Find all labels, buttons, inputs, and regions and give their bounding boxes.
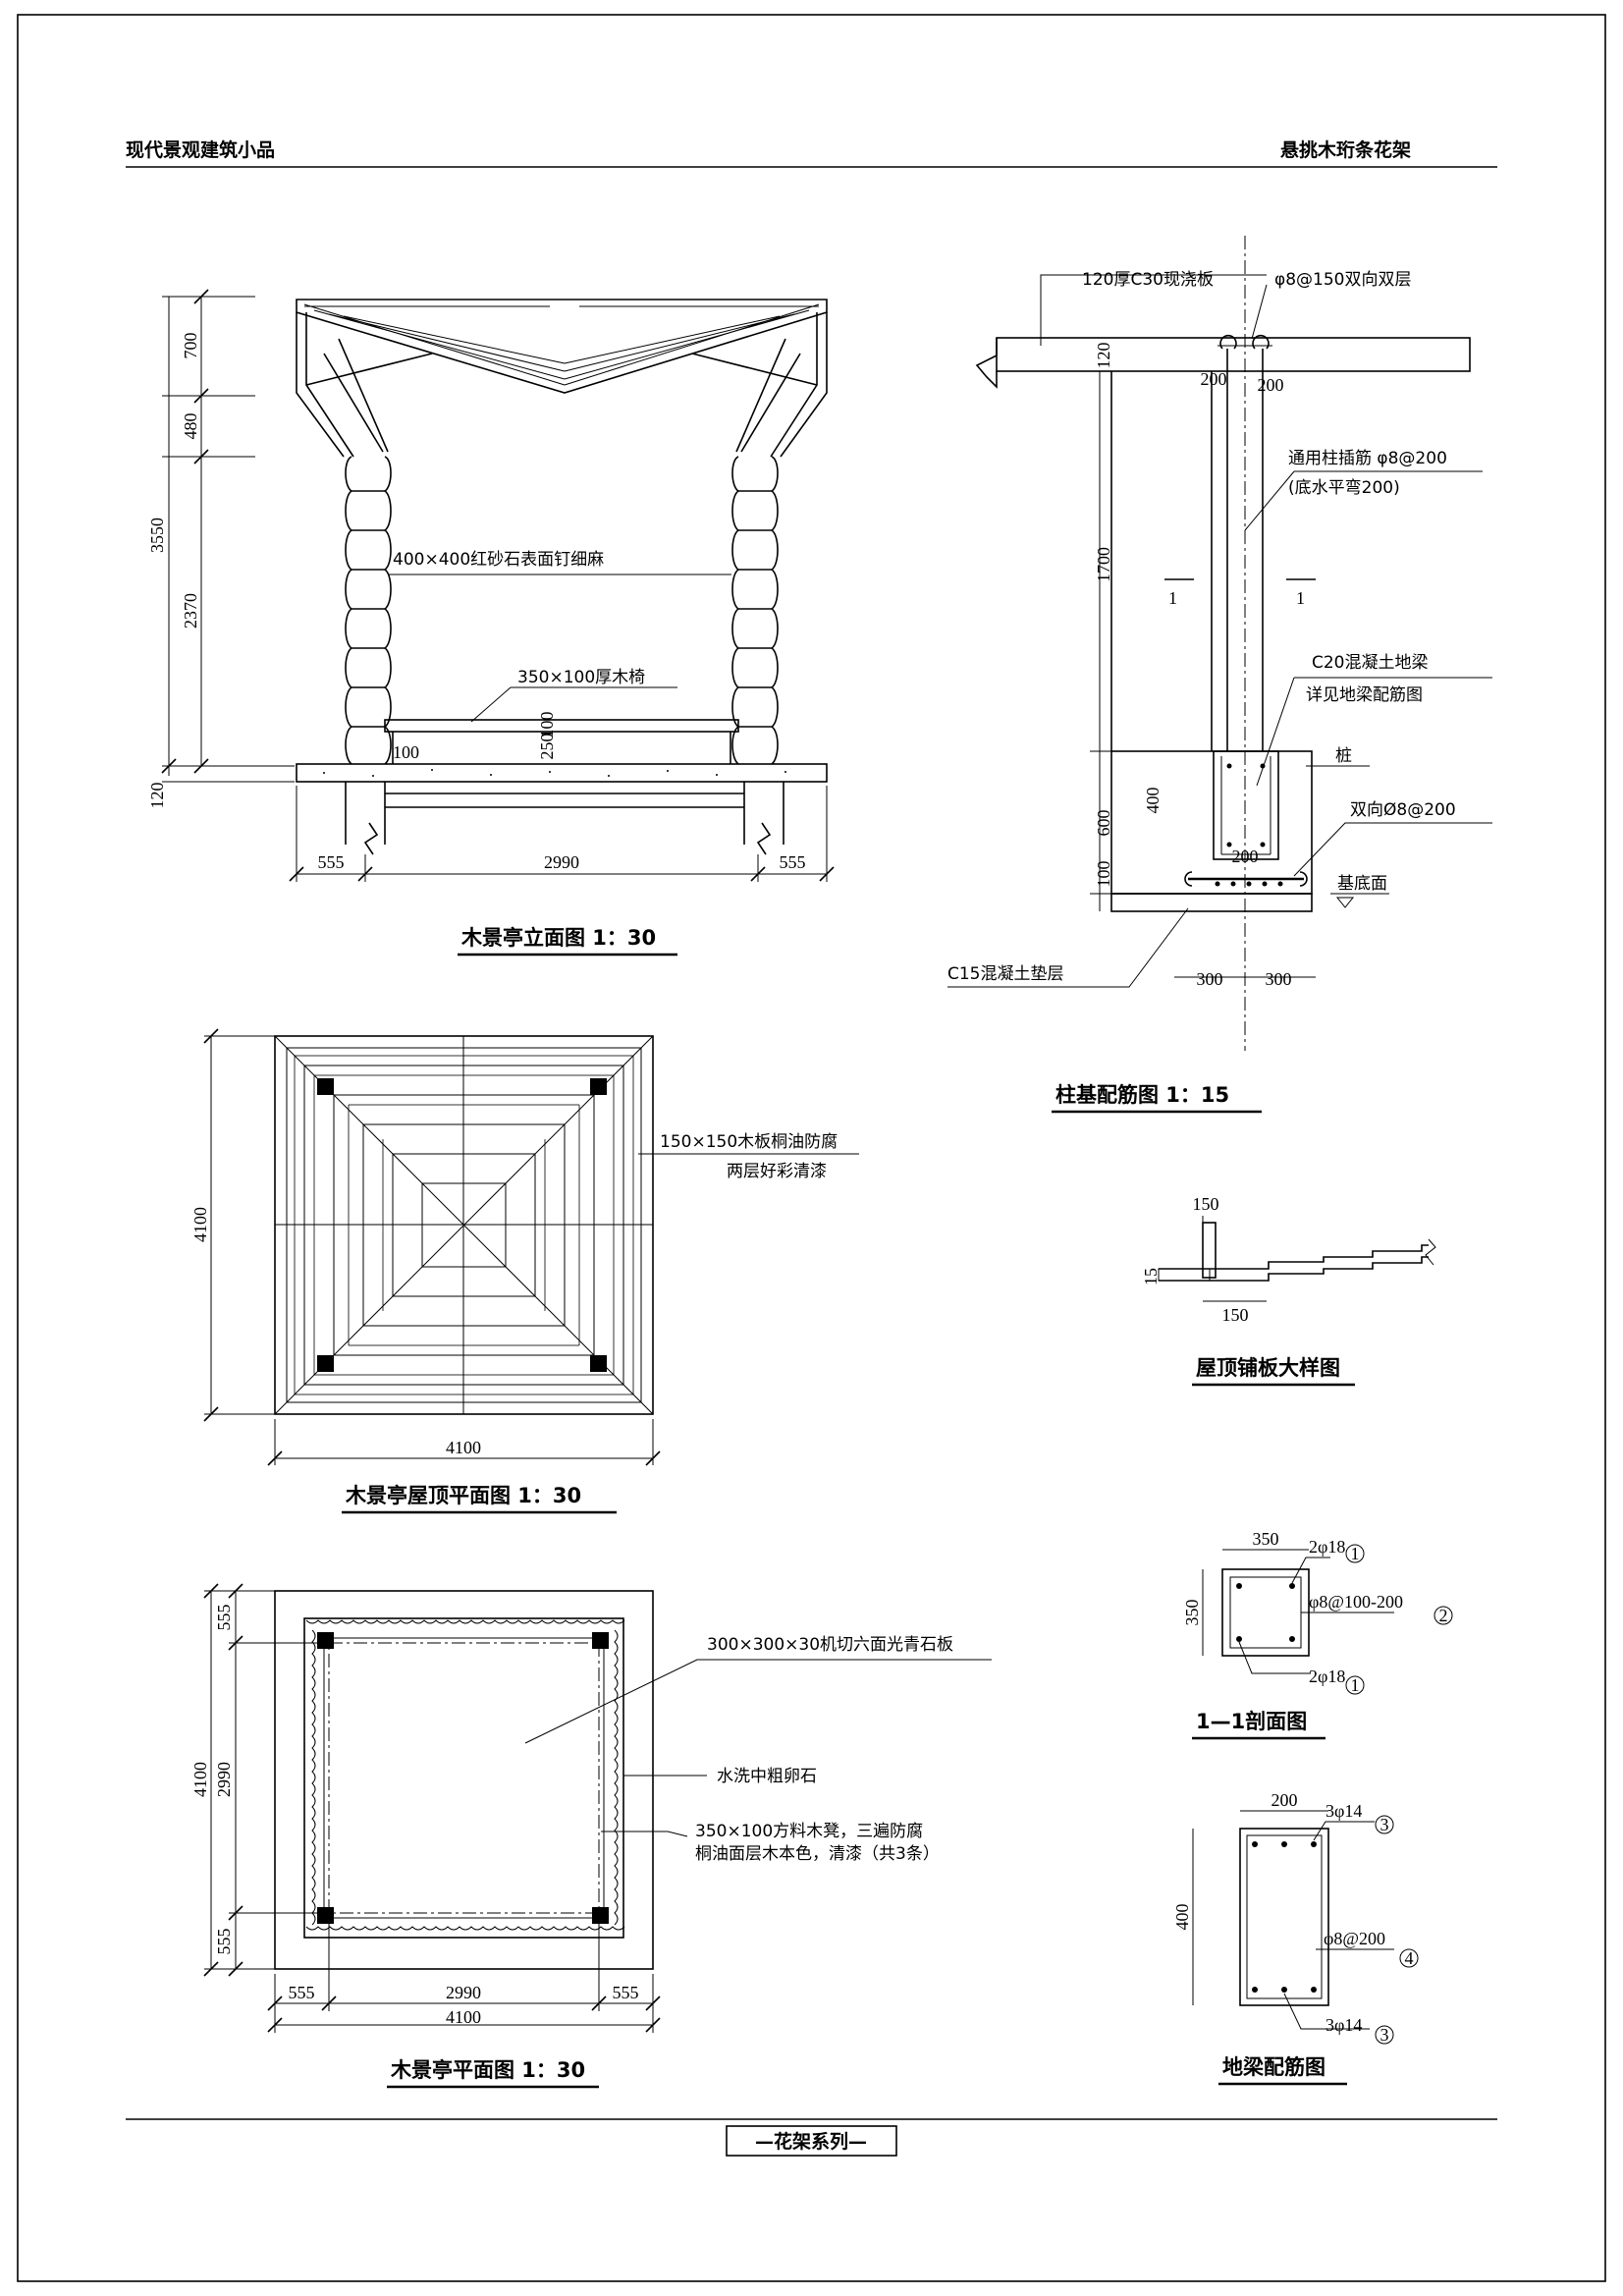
roof-detail-title: 屋顶铺板大样图 <box>1196 1356 1340 1380</box>
floor-dim-left-total: 4100 <box>190 1762 210 1797</box>
floor-plan-title: 木景亭平面图 1：30 <box>390 2058 585 2082</box>
foot-dim-w-right: 200 <box>1258 375 1284 395</box>
roof-label-board: 150×150木板桐油防腐 <box>660 1132 838 1152</box>
sec-label-bottom: 2φ18 <box>1309 1667 1345 1686</box>
foot-dim-300b: 300 <box>1266 969 1292 989</box>
elev-dim-right: 555 <box>780 852 806 872</box>
elev-dim-top: 700 <box>181 333 200 359</box>
foot-dim-w-left: 200 <box>1201 369 1227 389</box>
floor-dim-bot-r: 555 <box>613 1983 639 2002</box>
elev-dim-seat-h: 100 <box>537 712 557 738</box>
roof-dim-height: 4100 <box>190 1207 210 1242</box>
elev-dim-seat-gap: 100 <box>393 742 419 762</box>
foot-section-mark-left: 1 <box>1168 588 1177 608</box>
elev-dim-center: 2990 <box>544 852 579 872</box>
sec-mark-m1-top: 1 <box>1351 1544 1360 1563</box>
foot-dim-slab: 120 <box>1094 343 1113 369</box>
elev-label-column: 400×400红砂石表面钉细麻 <box>393 550 604 570</box>
sheet-border <box>17 14 1606 2282</box>
foot-label-insert: 通用柱插筋 φ8@200 <box>1288 449 1447 468</box>
roof-plan-title: 木景亭屋顶平面图 1：30 <box>345 1484 581 1507</box>
foot-label-ground-beam: C20混凝土地梁 <box>1312 653 1429 673</box>
floor-dim-left-top: 555 <box>214 1605 234 1631</box>
elev-dim-body: 2370 <box>181 593 200 629</box>
gb-mark-m4: 4 <box>1405 1948 1414 1968</box>
roof-dim-width: 4100 <box>446 1438 481 1457</box>
foot-dim-100: 100 <box>1094 861 1113 888</box>
elevation-title: 木景亭立面图 1：30 <box>460 926 656 950</box>
floor-label-bench: 350×100方料木凳，三遍防腐 <box>695 1822 923 1841</box>
foot-label-mesh: 双向Ø8@200 <box>1350 800 1456 820</box>
foot-section-mark-right: 1 <box>1296 588 1305 608</box>
gb-label-bottom: 3φ14 <box>1325 2015 1362 2035</box>
sec-dim-w: 350 <box>1253 1529 1279 1549</box>
foot-dim-600: 600 <box>1094 810 1113 837</box>
roof-detail-drawing: 150 15 150 屋顶铺板大样图 <box>1141 1194 1436 1387</box>
foot-label-slab-rebar: φ8@150双向双层 <box>1274 270 1411 290</box>
sec-mark-m2: 2 <box>1439 1606 1448 1625</box>
floor-label-stone: 300×300×30机切六面光青石板 <box>707 1635 953 1655</box>
elev-dim-seat-depth: 250 <box>537 734 557 760</box>
sec-dim-h: 350 <box>1182 1600 1202 1626</box>
foot-label-insert-note: (底水平弯200) <box>1288 478 1400 498</box>
floor-label-bench2: 桐油面层木本色，清漆（共3条） <box>695 1844 940 1864</box>
foot-label-cushion: C15混凝土垫层 <box>947 964 1064 984</box>
foot-dim-400: 400 <box>1143 788 1163 814</box>
floor-dim-bot-c: 2990 <box>446 1983 481 2002</box>
elev-dim-left: 555 <box>318 852 345 872</box>
elev-dim-mid: 480 <box>181 413 200 440</box>
header-right: 悬挑木珩条花架 <box>1280 138 1411 161</box>
floor-dim-left-mid: 2990 <box>214 1762 234 1797</box>
detail-dim-a: 150 <box>1193 1194 1219 1214</box>
foot-label-slab: 120厚C30现浇板 <box>1082 270 1214 290</box>
gb-mark-m3-bottom: 3 <box>1380 2025 1389 2045</box>
gb-dim-h: 400 <box>1172 1904 1192 1931</box>
gb-label-top: 3φ14 <box>1325 1801 1362 1821</box>
footer-box <box>726 2125 897 2157</box>
sec-label-top: 2φ18 <box>1309 1537 1345 1557</box>
gb-mark-m3-top: 3 <box>1380 1815 1389 1834</box>
foot-dim-200: 200 <box>1232 847 1259 866</box>
foot-label-beam-note: 详见地梁配筋图 <box>1306 685 1423 705</box>
gb-label-stirrup: φ8@200 <box>1324 1929 1385 1948</box>
header-left: 现代景观建筑小品 <box>126 138 275 161</box>
foot-dim-300a: 300 <box>1197 969 1223 989</box>
footing-title: 柱基配筋图 1：15 <box>1055 1083 1229 1107</box>
ground-beam-drawing: 200 400 3φ14 3 φ8@200 4 3φ14 3 地梁配筋图 <box>1172 1790 1419 2086</box>
floor-dim-left-bot: 555 <box>214 1929 234 1955</box>
floor-dim-bot-l: 555 <box>289 1983 315 2002</box>
sec-mark-m1-bottom: 1 <box>1351 1675 1360 1695</box>
elev-dim-base: 120 <box>147 783 167 809</box>
ground-beam-title: 地梁配筋图 <box>1222 2055 1325 2079</box>
foot-label-pile: 桩 <box>1335 746 1352 766</box>
sec-label-stirrup: φ8@100-200 <box>1309 1592 1403 1612</box>
detail-dim-b: 15 <box>1141 1268 1161 1285</box>
foot-label-base-level: 基底面 <box>1337 874 1387 894</box>
footing-drawing: 120 200 200 1700 400 600 100 200 300 300… <box>947 236 1492 1114</box>
foot-dim-1700: 1700 <box>1094 547 1113 582</box>
elev-label-bench: 350×100厚木椅 <box>517 668 645 687</box>
elev-dim-total: 3550 <box>147 518 167 553</box>
floor-label-pebble: 水洗中粗卵石 <box>717 1767 817 1786</box>
section-11-title: 1—1剖面图 <box>1196 1710 1307 1733</box>
footer-series: —花架系列— <box>755 2130 867 2153</box>
section-11-drawing: 350 350 2φ18 1 φ8@100-200 2 2φ18 1 1—1剖面… <box>1182 1529 1453 1740</box>
detail-dim-c: 150 <box>1222 1305 1249 1325</box>
gb-dim-w: 200 <box>1271 1790 1298 1810</box>
floor-plan-drawing: 555 2990 555 4100 555 2990 555 4100 300×… <box>190 1583 992 2089</box>
roof-label-paint: 两层好彩清漆 <box>727 1162 827 1181</box>
roof-plan-drawing: 4100 4100 150×150木板桐油防腐 两层好彩清漆 木景亭屋顶平面图 … <box>190 1028 859 1514</box>
elevation-drawing: 3550 700 480 2370 120 <box>147 289 835 957</box>
floor-dim-bot-total: 4100 <box>446 2007 481 2027</box>
